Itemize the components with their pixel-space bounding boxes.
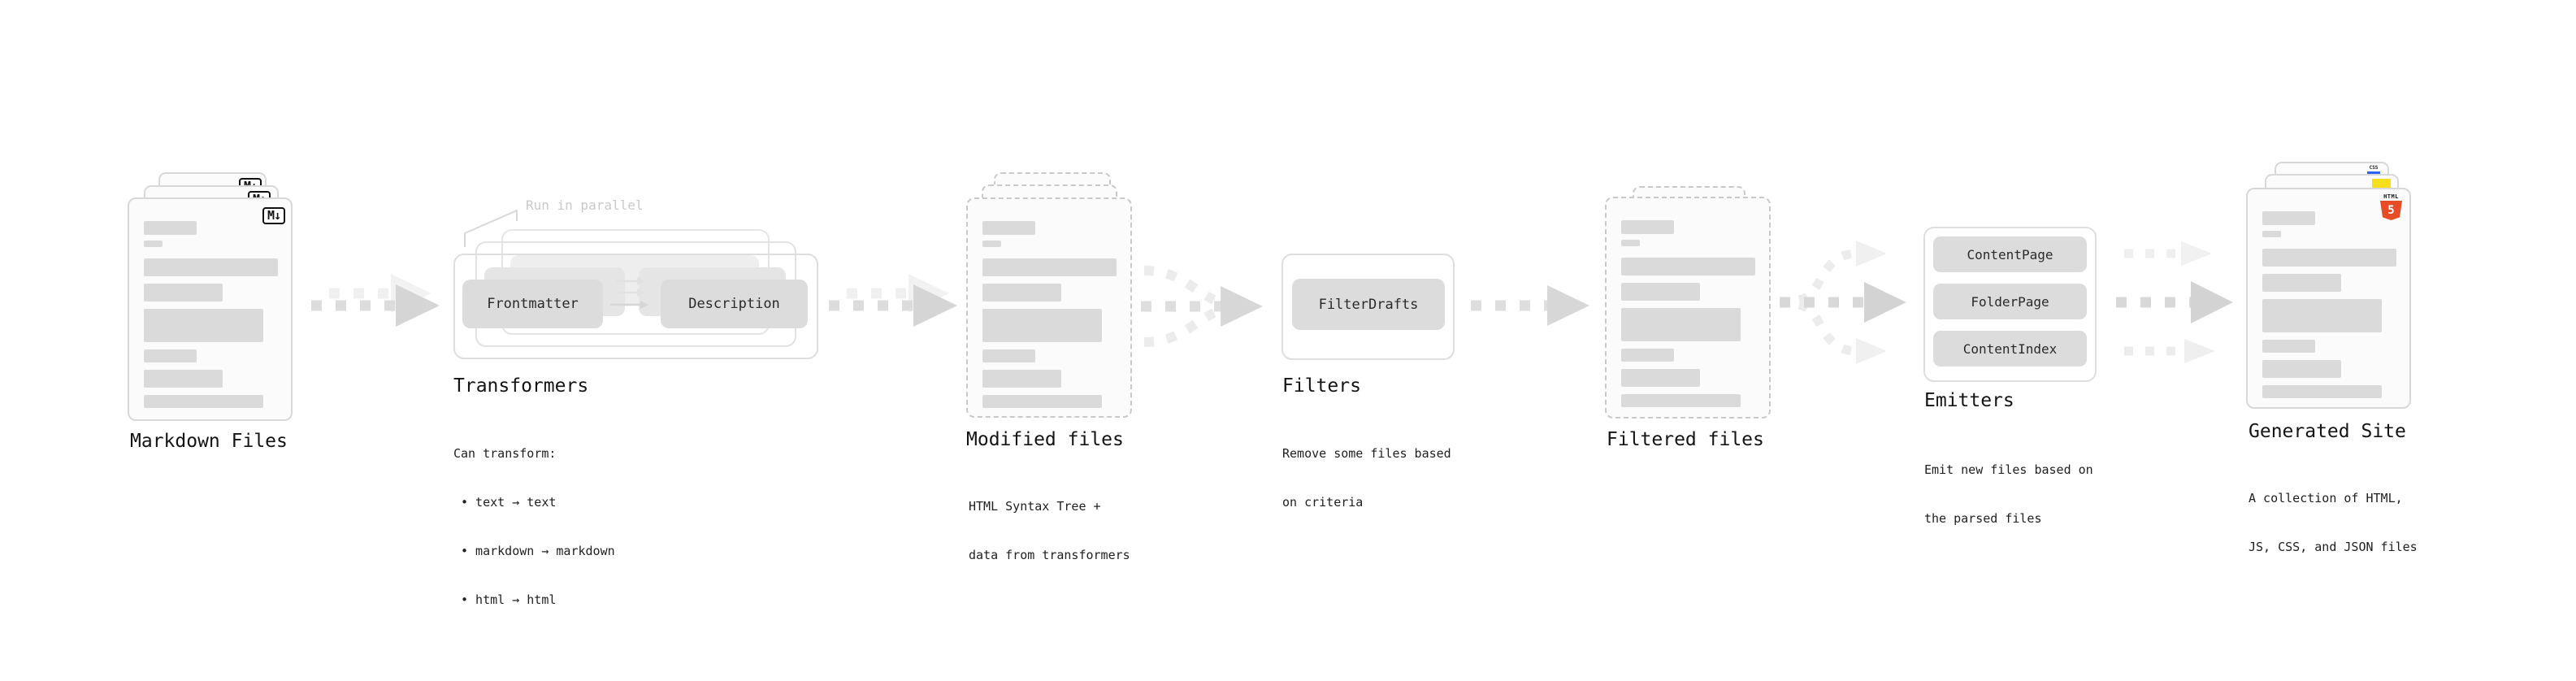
emitter-pill-contentindex: ContentIndex: [1933, 331, 2087, 367]
transformers-description: Can transform: • text → text • markdown …: [453, 446, 615, 607]
flow-arrow-markdown-to-transformers: [311, 274, 440, 327]
html5-icon: HTML 5: [2380, 193, 2402, 220]
stage-label-modified-files: Modified files: [966, 429, 1124, 450]
markdown-icon: M↓: [262, 207, 285, 224]
stage-label-markdown-files: Markdown Files: [130, 431, 288, 452]
filter-pill-filterdrafts: FilterDrafts: [1292, 279, 1445, 330]
document-placeholder-lines: [1621, 220, 1755, 407]
flow-arrow-modified-to-filters: [1141, 266, 1263, 347]
transformer-pill-description: Description: [661, 280, 808, 328]
pill-to-pill-arrows: [610, 277, 648, 309]
site-file-card-html: HTML 5: [2246, 188, 2411, 409]
css-icon: CSS: [2366, 166, 2381, 174]
emitters-description: Emit new files based on the parsed files: [1924, 462, 2093, 526]
document-placeholder-lines: [982, 221, 1117, 408]
stage-label-filters: Filters: [1282, 375, 1361, 397]
emitters-frame: [1923, 227, 2097, 382]
run-in-parallel-annotation: Run in parallel: [526, 197, 644, 213]
document-placeholder-lines: [2262, 211, 2396, 398]
flow-arrow-filters-to-filtered: [1471, 285, 1589, 326]
flow-arrow-transformers-to-modified: [829, 274, 957, 327]
stage-label-emitters: Emitters: [1924, 390, 2014, 411]
filters-frame: [1281, 254, 1455, 360]
stage-label-filtered-files: Filtered files: [1607, 429, 1764, 450]
document-placeholder-lines: [144, 221, 278, 408]
stage-label-generated-site: Generated Site: [2249, 421, 2406, 442]
markdown-file-card-front: M↓: [128, 197, 293, 421]
stage-label-transformers: Transformers: [453, 375, 589, 397]
annotation-leader-line: [464, 209, 518, 247]
emitter-pill-contentpage: ContentPage: [1933, 236, 2087, 272]
filters-description: Remove some files based on criteria: [1282, 446, 1451, 510]
javascript-icon: [2372, 179, 2391, 188]
emitter-pill-folderpage: FolderPage: [1933, 284, 2087, 319]
modified-file-card-front: [966, 197, 1132, 418]
generated-site-description: A collection of HTML, JS, CSS, and JSON …: [2249, 491, 2418, 554]
modified-files-description: HTML Syntax Tree + data from transformer…: [969, 499, 1130, 562]
filtered-file-card-front: [1605, 197, 1771, 419]
flow-arrow-emitters-to-site: [2116, 241, 2233, 363]
transformer-frame-front: [453, 254, 818, 359]
flow-arrow-filtered-to-emitters: [1780, 241, 1906, 364]
transformer-pill-frontmatter: Frontmatter: [462, 280, 603, 328]
